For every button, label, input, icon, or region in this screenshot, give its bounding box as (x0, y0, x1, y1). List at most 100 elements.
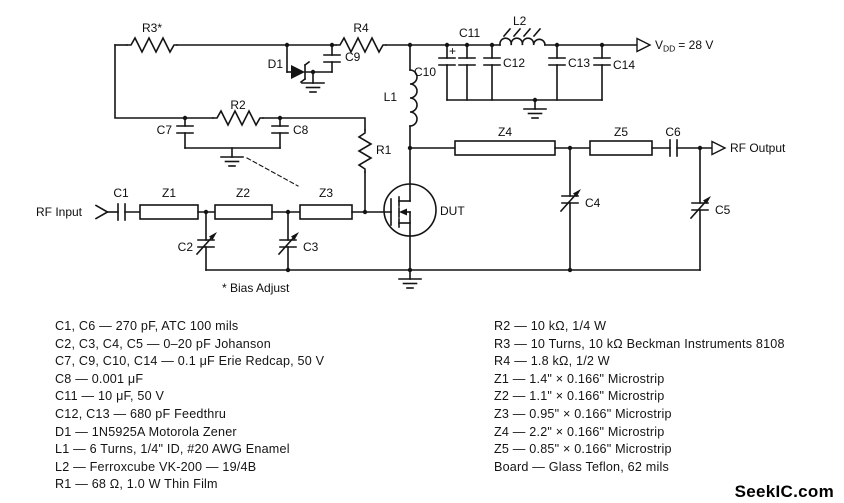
c3-arrowhead (291, 232, 299, 240)
zener-d1-triangle (291, 65, 305, 79)
resistor-r4-symbol (335, 36, 387, 54)
part-line: Z2 — 1.1" × 0.166" Microstrip (494, 389, 665, 404)
label-c2: C2 (178, 240, 194, 254)
c2-arrowhead (209, 232, 217, 240)
resistor-r2-symbol (212, 109, 264, 127)
label-z4: Z4 (498, 125, 512, 139)
label-r2: R2 (230, 98, 246, 112)
dut-mosfet-symbol (383, 183, 437, 271)
label-c11-plus: + (449, 44, 456, 58)
dashed-callout-line (246, 157, 299, 187)
microstrip-z5-box (589, 140, 653, 156)
part-line: Z5 — 0.85" × 0.166" Microstrip (494, 442, 672, 457)
label-c1: C1 (113, 186, 129, 200)
terminal-arrows (636, 37, 727, 156)
inductor-l1-branch (409, 44, 418, 185)
label-c9: C9 (345, 50, 361, 64)
ground-symbol (398, 269, 422, 289)
part-line: C7, C9, C10, C14 — 0.1 μF Erie Redcap, 5… (55, 354, 325, 369)
mosfet-bulk-arrowhead (399, 208, 407, 216)
label-l1: L1 (384, 90, 398, 104)
bias-network (114, 44, 373, 213)
variable-capacitor-c2-symbol (195, 211, 216, 271)
label-rf-output: RF Output (730, 141, 786, 155)
inductor-l1-symbol (409, 69, 418, 127)
label-z2: Z2 (236, 186, 250, 200)
microstrip-z4-box (454, 140, 556, 156)
vdd-label: VDD= 28 V (655, 38, 713, 54)
supply-rail (114, 27, 637, 54)
input-network (94, 203, 392, 271)
schematic-labels: R3* R4 D1 C9 C11 + C10 L2 C12 C13 C14 L1… (36, 14, 786, 295)
part-line: Z1 — 1.4" × 0.166" Microstrip (494, 371, 665, 386)
capacitor-c6-symbol (669, 139, 678, 157)
part-line: C11 — 10 μF, 50 V (55, 389, 165, 404)
part-line: R1 — 68 Ω, 1.0 W Thin Film (55, 477, 218, 492)
output-network (409, 139, 713, 271)
part-line: Board — Glass Teflon, 62 mils (494, 459, 669, 474)
label-c8: C8 (293, 123, 309, 137)
capacitor-c13-symbol (548, 44, 566, 101)
part-line: R4 — 1.8 kΩ, 1/2 W (494, 354, 610, 369)
capacitor-c8-symbol (271, 117, 289, 149)
microstrip-z3-box (299, 204, 353, 220)
label-c12: C12 (503, 56, 525, 70)
part-line: D1 — 1N5925A Motorola Zener (55, 424, 237, 439)
rf-input-terminal (94, 204, 110, 220)
label-z5: Z5 (614, 125, 628, 139)
label-c7: C7 (157, 123, 173, 137)
label-z3: Z3 (319, 186, 333, 200)
inductor-l2-symbol (499, 37, 546, 46)
part-line: R2 — 10 kΩ, 1/4 W (494, 319, 607, 333)
parts-list-right-column: R2 — 10 kΩ, 1/4 W R3 — 10 Turns, 10 kΩ B… (494, 318, 785, 476)
variable-capacitor-c3-symbol (277, 211, 298, 271)
capacitor-c11-symbol (458, 44, 476, 101)
label-r1: R1 (376, 143, 392, 157)
variable-capacitor-c5-symbol (689, 147, 710, 271)
ground-symbol (220, 147, 244, 167)
label-c5: C5 (715, 203, 731, 217)
part-line: C8 — 0.001 μF (55, 371, 144, 386)
part-line: Z3 — 0.95" × 0.166" Microstrip (494, 406, 672, 421)
resistor-r1-symbol (357, 129, 373, 173)
capacitor-c7-symbol (176, 117, 194, 149)
label-r4: R4 (353, 21, 369, 35)
label-c13: C13 (568, 56, 590, 70)
label-c14: C14 (613, 58, 635, 72)
vdd-terminal (636, 37, 652, 53)
label-c10: C10 (414, 65, 436, 79)
part-line: L1 — 6 Turns, 1/4" ID, #20 AWG Enamel (55, 442, 290, 457)
part-line: Z4 — 2.2" × 0.166" Microstrip (494, 424, 665, 439)
junction-dots (182, 42, 711, 273)
part-line: L2 — Ferroxcube VK-200 — 19/4B (55, 459, 257, 474)
label-c4: C4 (585, 196, 601, 210)
schematic-canvas: R3* R4 D1 C9 C11 + C10 L2 C12 C13 C14 L1… (36, 14, 786, 295)
c5-arrowhead (703, 196, 711, 204)
capacitor-c12-symbol (483, 44, 501, 101)
microstrip-z1-box (139, 204, 199, 220)
label-dut: DUT (440, 204, 465, 218)
part-line: C12, C13 — 680 pF Feedthru (55, 406, 227, 421)
label-l2: L2 (513, 14, 527, 28)
label-d1: D1 (268, 57, 284, 71)
label-c3: C3 (303, 240, 319, 254)
parts-list-left-column: C1, C6 — 270 pF, ATC 100 mils C2, C3, C4… (55, 318, 324, 494)
label-c11: C11 (459, 26, 480, 40)
label-c6: C6 (665, 125, 681, 139)
part-line: C2, C3, C4, C5 — 0–20 pF Johanson (55, 336, 271, 351)
part-line: R3 — 10 Turns, 10 kΩ Beckman Instruments… (494, 336, 785, 351)
label-z1: Z1 (162, 186, 176, 200)
variable-capacitor-c4-symbol (559, 147, 580, 271)
capacitor-c9-symbol (323, 44, 341, 73)
microstrip-z2-box (214, 204, 273, 220)
label-rf-input: RF Input (36, 205, 83, 219)
part-line: C1, C6 — 270 pF, ATC 100 mils (55, 319, 239, 333)
capacitor-c1-symbol (117, 203, 126, 221)
c4-arrowhead (573, 189, 581, 197)
label-bias-adjust: * Bias Adjust (222, 281, 290, 295)
label-r3: R3* (142, 21, 162, 35)
rf-output-terminal (711, 140, 727, 156)
resistor-r3-symbol (126, 36, 178, 54)
seekic-watermark: SeekIC.com (734, 482, 834, 501)
capacitor-c14-symbol (593, 44, 611, 101)
